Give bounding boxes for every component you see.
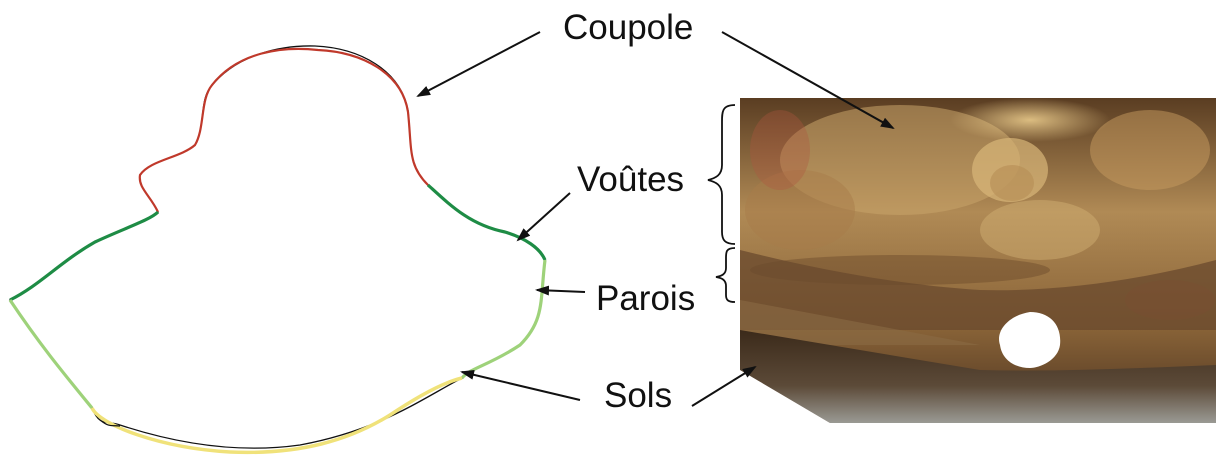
brace-voutes	[707, 104, 736, 245]
arrow-sols-right	[691, 365, 757, 407]
arrow-voutes	[516, 192, 571, 242]
profile-segment-coupole	[138, 47, 429, 213]
profile-segment-parois-left	[8, 299, 94, 410]
profile-segment-voutes-left	[9, 210, 160, 302]
profile-segment-voutes-right	[426, 183, 547, 261]
label-sols: Sols	[604, 376, 673, 415]
label-parois: Parois	[596, 279, 696, 318]
arrow-coupole-right	[721, 31, 895, 129]
cave-photo	[740, 98, 1216, 423]
profile-segment-sols	[90, 376, 463, 455]
arrow-sols-left	[460, 369, 581, 401]
profile-outline	[9, 45, 546, 449]
brace-parois	[715, 247, 736, 303]
arrow-parois	[535, 285, 586, 296]
cave-opening	[999, 312, 1061, 368]
label-voutes: Voûtes	[577, 160, 685, 199]
profile-segment-parois-right	[460, 259, 547, 380]
cross-section-profile	[8, 45, 547, 455]
label-coupole: Coupole	[563, 8, 694, 47]
arrow-coupole-left	[416, 31, 541, 97]
profile-segment-sols-under	[99, 419, 121, 427]
